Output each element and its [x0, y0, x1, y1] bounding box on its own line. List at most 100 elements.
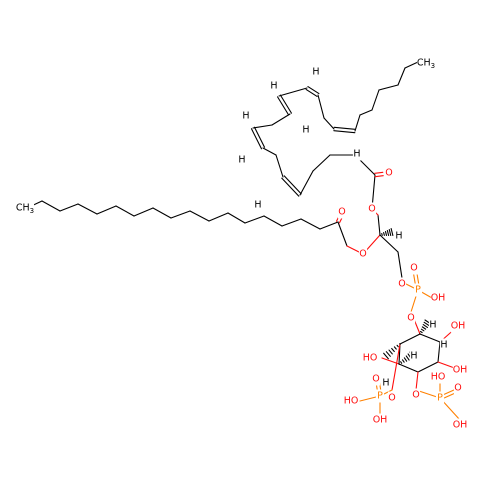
- label-background: [358, 247, 368, 261]
- chain-bond: [404, 61, 419, 69]
- ester-oxygen-label: O: [368, 204, 375, 215]
- chain-bond: [262, 147, 277, 156]
- label-background: [311, 65, 321, 79]
- ester-oxygen-label: O: [359, 249, 366, 260]
- alkene-bond: [281, 177, 300, 197]
- hash-stroke: [396, 344, 399, 348]
- hash-stroke: [383, 352, 389, 360]
- alkene-bond: [333, 126, 356, 130]
- label-background: [413, 283, 423, 297]
- hydroxyl-label: OH: [431, 293, 446, 304]
- alkene-bond: [276, 96, 290, 116]
- phosphoryl-oxygen-label: O: [372, 374, 379, 385]
- phosphorus-label: P: [377, 391, 383, 402]
- hash-stroke: [388, 228, 392, 237]
- methyl-label-right: CH3: [417, 58, 435, 71]
- label-background: [381, 376, 391, 390]
- chain-bond: [319, 221, 339, 230]
- chain-bond: [371, 89, 380, 111]
- chain-bond: [189, 210, 210, 222]
- hash-stroke: [391, 347, 395, 353]
- label-background: [372, 413, 388, 427]
- chain-bond: [133, 207, 154, 217]
- ring-oxygen-label: O: [388, 393, 395, 404]
- chain-bond: [59, 203, 79, 212]
- carbonyl-bond: [374, 171, 384, 174]
- chain-bond: [281, 218, 302, 227]
- chain-bond: [271, 113, 291, 126]
- hash-stroke: [393, 346, 397, 350]
- chain-bond: [115, 205, 135, 217]
- hydroxyl-label: OH: [451, 321, 466, 332]
- ring-bond: [437, 341, 441, 363]
- label-background: [253, 198, 263, 212]
- alkene-bond: [279, 94, 293, 114]
- label-background: [269, 79, 279, 93]
- carbonyl-oxygen-label: O: [385, 168, 392, 179]
- ring-bond: [417, 361, 439, 373]
- ring-oxygen-label: O: [407, 313, 414, 324]
- chain-bond: [96, 205, 117, 215]
- alkene-bond: [307, 86, 320, 95]
- label-background: [352, 147, 362, 161]
- hydrogen-label: H: [270, 81, 277, 92]
- label-background: [241, 109, 251, 123]
- label-background: [394, 229, 404, 243]
- label-background: [367, 202, 377, 216]
- ring-bond: [419, 333, 441, 343]
- hydroxyl-label: OH: [453, 420, 468, 431]
- ring-bond: [398, 363, 419, 373]
- label-background: [343, 394, 359, 408]
- label-background: [15, 201, 35, 215]
- label-background: [409, 261, 419, 275]
- carbonyl-bond: [374, 175, 384, 178]
- hydrogen-label: H: [353, 149, 360, 160]
- alkene-bond: [333, 130, 356, 134]
- label-background: [301, 123, 311, 137]
- chain-bond: [359, 109, 373, 116]
- phosphorus-label: P: [415, 285, 421, 296]
- hydroxyl-label: HO: [344, 396, 359, 407]
- chain-bond: [299, 170, 314, 196]
- hydrogen-label: H: [242, 111, 249, 122]
- chain-bond: [41, 200, 61, 212]
- hash-stroke: [401, 359, 405, 363]
- chain-bond: [300, 218, 321, 230]
- hydroxyl-label: HO: [431, 372, 446, 383]
- ester-bond: [337, 221, 348, 247]
- label-background: [384, 166, 394, 180]
- chain-bond: [263, 215, 283, 227]
- phosphoryl-oxygen-label: O: [410, 263, 417, 274]
- label-background: [452, 363, 468, 377]
- chain-bond: [397, 67, 406, 86]
- label-background: [416, 56, 436, 70]
- hydrogen-label: H: [302, 125, 309, 136]
- ring-oxygen-bond: [415, 371, 419, 391]
- chain-bond: [208, 212, 229, 222]
- hash-stroke: [385, 351, 391, 357]
- label-background: [375, 389, 385, 403]
- chain-bond: [227, 212, 246, 224]
- glycerol-bond: [379, 234, 399, 253]
- chain-bond: [378, 84, 399, 91]
- label-background: [430, 291, 446, 305]
- glycerol-bond: [397, 251, 403, 279]
- label-background: [428, 318, 438, 332]
- hash-stroke: [422, 324, 428, 328]
- chain-bond: [278, 87, 308, 97]
- chain-bond: [77, 203, 98, 215]
- chain-bond: [275, 154, 284, 178]
- phosphoryl-oxygen-label: O: [454, 383, 461, 394]
- hydrogen-label: H: [395, 231, 402, 242]
- label-background: [409, 349, 419, 363]
- hash-stroke: [388, 349, 393, 355]
- hash-stroke: [403, 357, 408, 362]
- label-background: [406, 311, 416, 325]
- ring-oxygen-label: O: [412, 390, 419, 401]
- hash-stroke: [383, 232, 385, 236]
- label-background: [430, 370, 446, 384]
- label-background: [435, 391, 445, 405]
